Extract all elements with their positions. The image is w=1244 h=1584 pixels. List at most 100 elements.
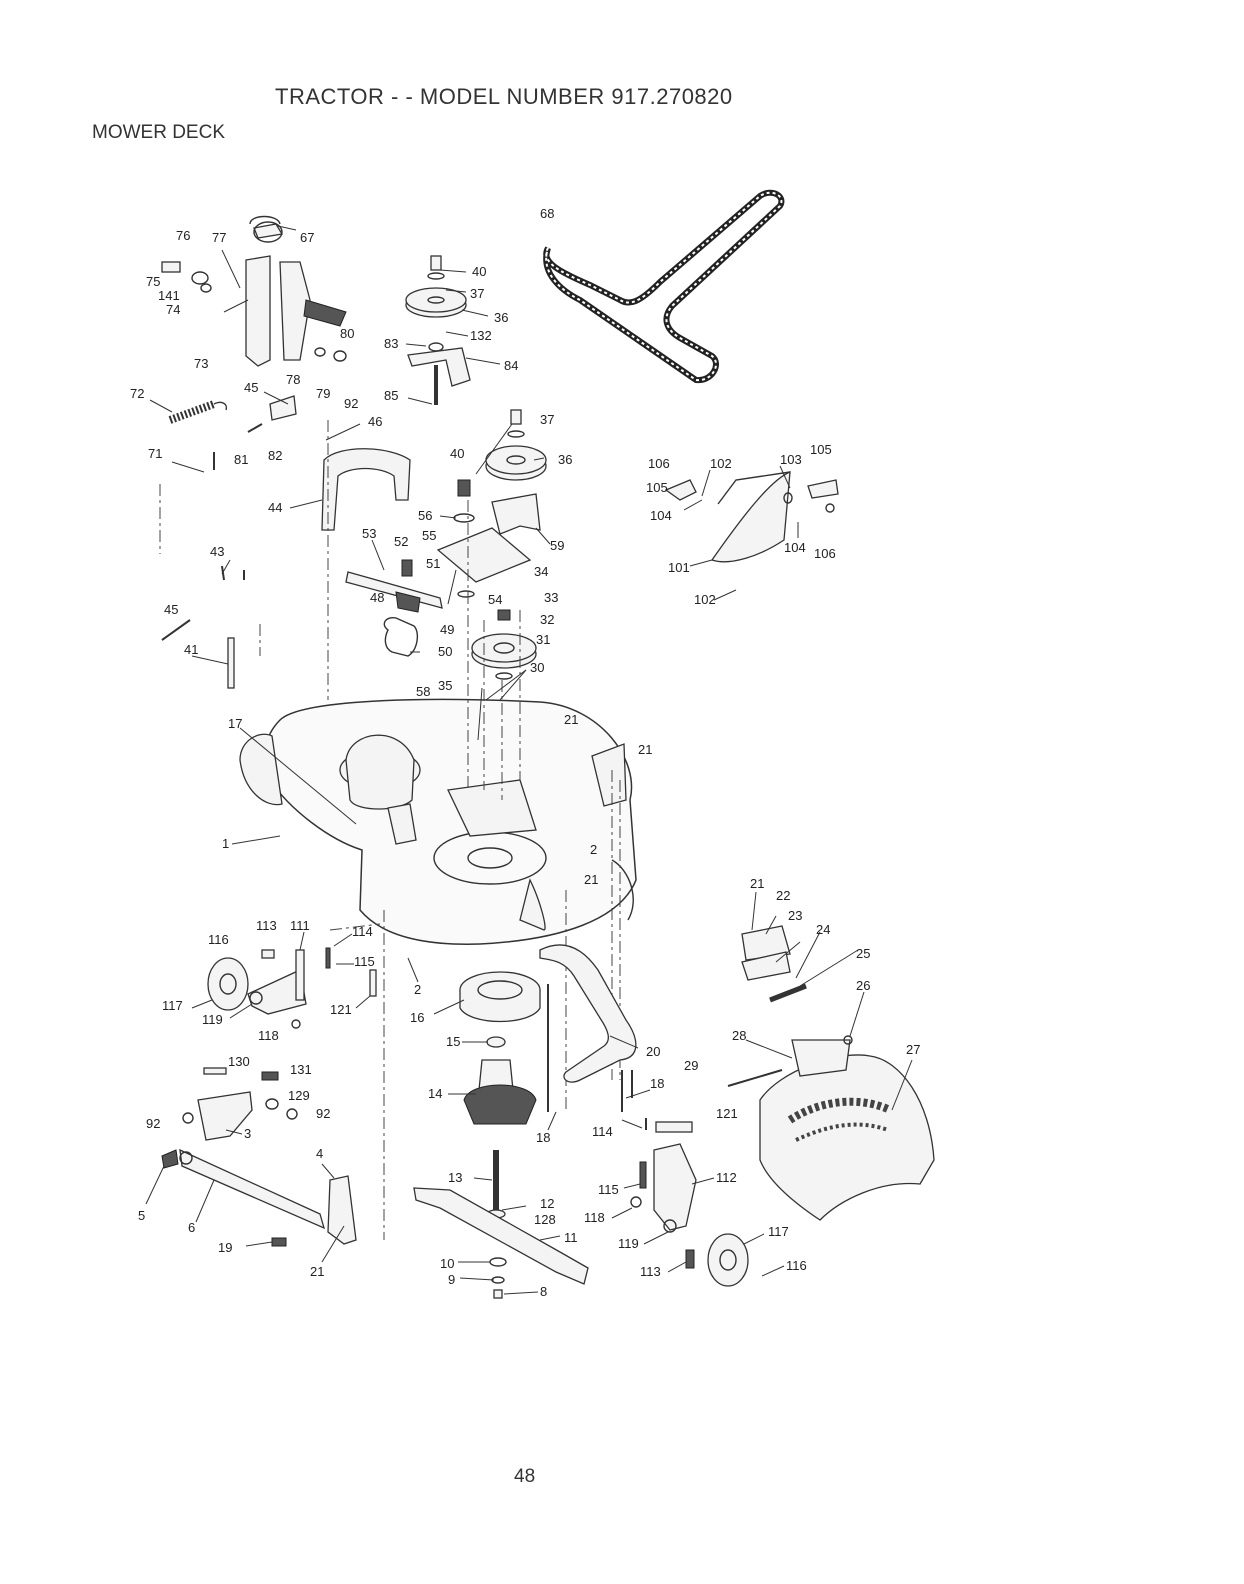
callout-51: 51 [426, 556, 440, 571]
callout-37: 37 [470, 286, 484, 301]
callout-1: 1 [222, 836, 229, 851]
callout-113-a: 113 [256, 918, 277, 933]
idler-pulley-lower [436, 409, 547, 598]
callout-28: 28 [732, 1028, 746, 1043]
callout-68: 68 [540, 206, 554, 221]
callout-118-a: 118 [258, 1028, 279, 1043]
callout-132: 132 [470, 328, 492, 343]
callout-128: 128 [534, 1212, 556, 1227]
callout-55: 55 [422, 528, 436, 543]
callout-24: 24 [816, 922, 830, 937]
leader-lines [145, 225, 913, 1295]
callout-36: 36 [494, 310, 508, 325]
callout-45-lower: 45 [164, 602, 178, 617]
callout-111: 111 [290, 918, 310, 933]
callout-81: 81 [234, 452, 248, 467]
callout-41: 41 [184, 642, 198, 657]
callout-115-b: 115 [598, 1182, 619, 1197]
callout-30: 30 [530, 660, 544, 675]
deck-lift-bracket [161, 215, 347, 367]
callout-12: 12 [540, 1196, 554, 1211]
callout-116-a: 116 [208, 932, 229, 947]
callout-labels: 67 68 76 77 75 141 74 73 80 78 79 92 40 … [130, 206, 920, 1299]
callout-16: 16 [410, 1010, 424, 1025]
callout-80: 80 [340, 326, 354, 341]
callout-105-b: 105 [646, 480, 668, 495]
callout-2-a: 2 [590, 842, 597, 857]
page-number: 48 [514, 1466, 536, 1487]
callout-72: 72 [130, 386, 144, 401]
callout-114-a: 114 [352, 924, 373, 939]
callout-8: 8 [540, 1284, 547, 1299]
callout-18-a: 18 [650, 1076, 664, 1091]
mower-deck [239, 698, 637, 945]
callout-10: 10 [440, 1256, 454, 1271]
callout-49: 49 [440, 622, 454, 637]
callout-43: 43 [210, 544, 224, 559]
callout-76: 76 [176, 228, 190, 243]
callout-20: 20 [646, 1044, 660, 1059]
callout-92-b: 92 [316, 1106, 330, 1121]
callout-78: 78 [286, 372, 300, 387]
callout-26: 26 [856, 978, 870, 993]
callout-82: 82 [268, 448, 282, 463]
callout-141: 141 [158, 288, 180, 303]
callout-18-b: 18 [536, 1130, 550, 1145]
callout-35: 35 [438, 678, 452, 693]
callout-48: 48 [370, 590, 384, 605]
callout-14: 14 [428, 1086, 442, 1101]
callout-56: 56 [418, 508, 432, 523]
callout-13: 13 [448, 1170, 462, 1185]
callout-102-a: 102 [710, 456, 732, 471]
callout-46: 46 [368, 414, 382, 429]
callout-9: 9 [448, 1272, 455, 1287]
callout-29: 29 [684, 1058, 698, 1073]
callout-119-a: 119 [202, 1012, 223, 1027]
callout-106-b: 106 [814, 546, 836, 561]
callout-74: 74 [166, 302, 180, 317]
callout-118-b: 118 [584, 1210, 605, 1225]
callout-101: 101 [668, 560, 690, 575]
callout-2-b: 2 [414, 982, 421, 997]
discharge-chute [727, 925, 935, 1221]
belt-guide [539, 944, 637, 1112]
idler-pulley-upper [405, 255, 471, 405]
front-stabilizer [161, 1067, 357, 1247]
callout-75: 75 [146, 274, 160, 289]
callout-79: 79 [316, 386, 330, 401]
callout-67: 67 [300, 230, 314, 245]
callout-131: 131 [290, 1062, 312, 1077]
callout-21-b: 21 [638, 742, 652, 757]
gauge-wheel-right [630, 1118, 749, 1287]
callout-115-a: 115 [354, 954, 375, 969]
deck-hanger [321, 448, 411, 531]
callout-130: 130 [228, 1054, 250, 1069]
callout-37-lower: 37 [540, 412, 554, 427]
callout-45: 45 [244, 380, 258, 395]
callout-3: 3 [244, 1126, 251, 1141]
callout-58: 58 [416, 684, 430, 699]
callout-71: 71 [148, 446, 162, 461]
callout-92-c: 92 [146, 1116, 160, 1131]
callout-77: 77 [212, 230, 226, 245]
callout-11: 11 [564, 1230, 578, 1245]
callout-106-a: 106 [648, 456, 670, 471]
callout-23: 23 [788, 908, 802, 923]
callout-129: 129 [288, 1088, 310, 1103]
callout-21-c: 21 [584, 872, 598, 887]
callout-27: 27 [906, 1042, 920, 1057]
callout-104-a: 104 [650, 508, 672, 523]
callout-32: 32 [540, 612, 554, 627]
callout-21-a: 21 [564, 712, 578, 727]
callout-5: 5 [138, 1208, 145, 1223]
callout-50: 50 [438, 644, 452, 659]
callout-15: 15 [446, 1034, 460, 1049]
callout-34: 34 [534, 564, 548, 579]
callout-103: 103 [780, 452, 802, 467]
callout-36-lower: 36 [558, 452, 572, 467]
callout-119-b: 119 [618, 1236, 639, 1251]
callout-121-a: 121 [330, 1002, 352, 1017]
callout-113-b: 113 [640, 1264, 661, 1279]
callout-117-b: 117 [768, 1224, 789, 1239]
